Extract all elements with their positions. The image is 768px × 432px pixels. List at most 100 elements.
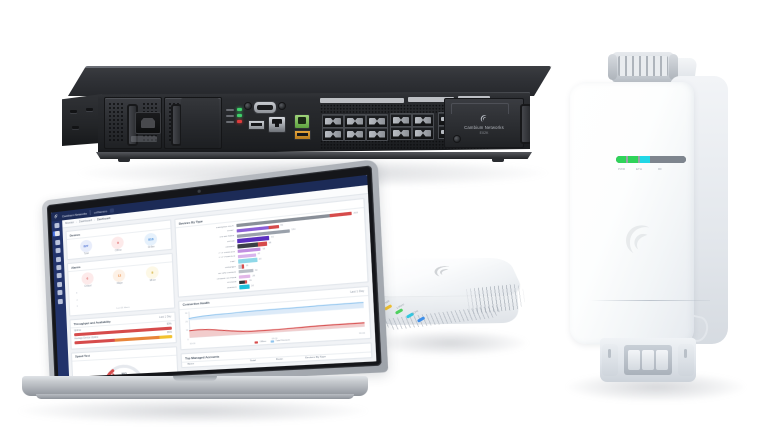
card-speed-test: Speed Test: [70, 345, 180, 378]
nav-icon-monitor[interactable]: [54, 231, 60, 237]
card-throughput-subtitle: Last 1 Day: [159, 315, 172, 320]
device-type-bar: [238, 279, 248, 285]
switch-front-panel: Cambium Networks EX2K: [98, 92, 530, 154]
speed-gauge: 382 Mbps: [101, 360, 147, 378]
card-throughput-title: Throughput and Availability: [73, 318, 111, 326]
device-type-value: 28: [252, 274, 256, 278]
device-type-value: 42: [257, 253, 261, 256]
device-type-value: 68: [268, 241, 272, 245]
stat-value: 9: [111, 235, 125, 250]
stat-alarms-minor: 8 Minor: [145, 265, 160, 283]
stat-label: Major: [116, 282, 123, 286]
odu-led-label-eth: ETH: [636, 167, 642, 171]
cambium-c-logo-ap: [434, 266, 450, 277]
device-type-value: 268: [353, 211, 358, 215]
stat-label: Minor: [149, 279, 156, 283]
switch-brand-text: Cambium Networks: [464, 125, 504, 130]
device-type-bar: [238, 268, 254, 274]
device-type-value: 44: [258, 258, 262, 261]
webcam-icon: [197, 188, 201, 193]
card-top-accounts-title: Top Managed Accounts: [184, 354, 220, 361]
nav-icon-network[interactable]: [57, 281, 63, 287]
device-type-value: 96: [280, 224, 284, 228]
nav-icon-tools[interactable]: [55, 256, 62, 262]
cambium-c-logo-dashboard: [54, 213, 58, 219]
switch-bottom-edge: [96, 152, 532, 159]
stat-label: Offline: [114, 249, 122, 253]
stat-value: 0: [81, 271, 94, 286]
odu-mount-bracket: [608, 52, 678, 82]
th-total[interactable]: Total: [247, 358, 274, 365]
power-supply-module-2: [164, 97, 222, 149]
device-type-value: 14: [245, 264, 249, 268]
device-type-value: 54: [262, 247, 266, 251]
switch-left-ear: [62, 94, 102, 146]
nav-icon-devices[interactable]: [55, 239, 61, 246]
cambium-c-logo-odu: [625, 225, 650, 254]
management-rj45-port: [268, 116, 286, 133]
stat-devices-offline: 9 Offline: [111, 235, 125, 253]
table-row[interactable]: Northgate1421: [186, 365, 369, 369]
card-devices-title: Devices: [69, 232, 81, 238]
usb-amber-port: [294, 130, 311, 140]
stat-devices-online: 818 Online: [144, 232, 158, 249]
card-connection-health: Connection Health Last 1 Day 30: [178, 285, 372, 351]
dashboard-header-badge[interactable]: [110, 207, 115, 213]
laptop-base: [21, 376, 369, 396]
laptop-open-notch: [173, 376, 217, 382]
device-type-bar: [238, 284, 250, 290]
breadcrumb-item-0[interactable]: Monitor: [65, 221, 75, 226]
card-alarms-title: Alarms: [71, 264, 81, 270]
laptop-bezel: Cambium Networks cnMaestro: [46, 165, 382, 382]
laptop-screen: Cambium Networks cnMaestro: [51, 174, 377, 378]
usb-port: [248, 120, 265, 130]
device-type-value: 24: [251, 285, 254, 288]
th-down[interactable]: Down: [273, 356, 304, 364]
alarms-chart-yaxis: 8 4 0: [76, 292, 78, 308]
dashboard-product-name[interactable]: cnMaestro: [93, 208, 108, 215]
breadcrumb-item-1[interactable]: Dashboard: [78, 219, 93, 224]
switch-top-surface: [68, 66, 553, 96]
laptop: Cambium Networks cnMaestro: [21, 158, 389, 430]
nav-icon-admin[interactable]: [57, 289, 63, 296]
nav-icon-config[interactable]: [56, 264, 62, 271]
card-connection-health-subtitle: Last 1 Day: [349, 289, 365, 294]
laptop-foot: [36, 394, 354, 399]
rack-mount-switch: Cambium Networks EX2K: [62, 66, 553, 172]
device-type-value: 74: [270, 236, 274, 239]
nav-icon-reports[interactable]: [55, 247, 61, 254]
stat-value: 818: [144, 232, 158, 247]
odu-base-bracket: [600, 338, 696, 382]
stat-alarms-major: 12 Major: [113, 268, 126, 286]
nav-icon-home[interactable]: [54, 222, 60, 229]
stat-value: 8: [145, 265, 160, 280]
nav-icon-settings[interactable]: [57, 298, 63, 304]
laptop-lid: Cambium Networks cnMaestro: [41, 158, 389, 388]
stat-value: 12: [113, 268, 126, 283]
cell-down: 2: [273, 361, 304, 369]
row-value: 86%: [167, 331, 173, 335]
odu-port-bay: [624, 345, 672, 375]
power-supply-module-1: [104, 97, 162, 149]
stat-label: Critical: [84, 285, 92, 288]
status-led-column: [226, 108, 242, 123]
card-devices-by-type-title: Devices By Type: [178, 218, 203, 226]
nav-icon-services[interactable]: [56, 273, 62, 279]
dashboard-top-bar: Cambium Networks cnMaestro: [51, 174, 368, 222]
stat-devices-total: 827 Total: [79, 239, 93, 255]
device-type-bar: [238, 274, 251, 280]
outdoor-access-point: PWR ETH RF: [552, 52, 748, 404]
switch-branding-plate: Cambium Networks EX2K: [444, 98, 524, 148]
switch-right-handle: [520, 104, 530, 144]
indoor-access-point: PWR 2.4GHz 5GHz: [362, 242, 534, 354]
device-type-value: 34: [254, 269, 258, 272]
cambium-c-logo-switch: [480, 115, 487, 122]
stat-value: 827: [79, 239, 93, 253]
card-alarms: Alarms 0 Critical: [66, 252, 176, 317]
cell-total: 184: [247, 363, 275, 369]
card-connection-health-title: Connection Health: [182, 300, 210, 308]
card-throughput: Throughput and Availability Last 1 Day U…: [69, 311, 177, 350]
stat-alarms-critical: 0 Critical: [81, 271, 94, 288]
